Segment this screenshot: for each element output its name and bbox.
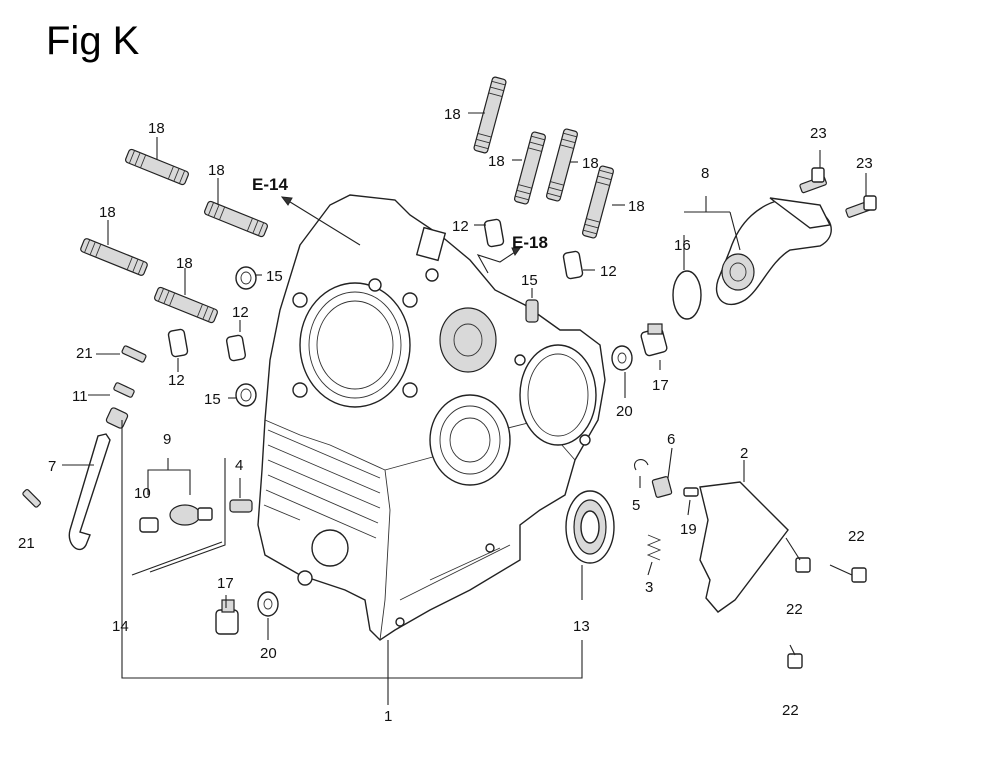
callout-22b: 22 — [786, 601, 803, 618]
crankcase-body — [257, 194, 606, 641]
callout-18b: 18 — [208, 162, 225, 179]
callout-23a: 23 — [810, 125, 827, 142]
cover-plate-2 — [699, 481, 789, 613]
callout-18d: 18 — [176, 255, 193, 272]
callout-22c: 22 — [782, 702, 799, 719]
callout-12a: 12 — [452, 218, 469, 235]
callout-9: 9 — [163, 431, 171, 448]
o-ring-16 — [672, 270, 702, 320]
callout-20a: 20 — [616, 403, 633, 420]
callout-labels: 1 2 3 4 5 6 7 8 9 10 11 12 12 12 12 13 1… — [18, 106, 873, 725]
callout-2: 2 — [740, 445, 748, 462]
callout-17a: 17 — [652, 377, 669, 394]
callout-3: 3 — [645, 579, 653, 596]
o-rings-15 — [235, 266, 539, 407]
reference-e14: E-14 — [252, 175, 288, 194]
leader-lines — [62, 112, 867, 705]
callout-11: 11 — [72, 388, 88, 405]
callout-18e: 18 — [444, 106, 461, 123]
reference-e18: E-18 — [512, 233, 548, 252]
callout-17b: 17 — [217, 575, 234, 592]
bolts-23 — [799, 167, 877, 218]
callout-21a: 21 — [76, 345, 93, 362]
small-parts-3-5-6-19 — [634, 459, 699, 561]
small-bolts-21-11-4 — [22, 345, 253, 513]
callout-18c: 18 — [99, 204, 116, 221]
callout-13: 13 — [573, 618, 590, 635]
washers-20 — [257, 345, 633, 617]
callout-15b: 15 — [204, 391, 221, 408]
callout-15a: 15 — [266, 268, 283, 285]
callout-15c: 15 — [521, 272, 538, 289]
callout-4: 4 — [235, 457, 243, 474]
callout-21b: 21 — [18, 535, 35, 552]
callout-18h: 18 — [628, 198, 645, 215]
figure-title: Fig K — [46, 19, 140, 63]
callout-7: 7 — [48, 458, 56, 475]
callout-20b: 20 — [260, 645, 277, 662]
callout-12c: 12 — [232, 304, 249, 321]
callout-5: 5 — [632, 497, 640, 514]
callout-10: 10 — [134, 485, 151, 502]
stud-bolts — [80, 76, 615, 324]
callout-14: 14 — [112, 618, 129, 635]
oil-tube-7 — [68, 433, 111, 551]
oil-sensor-assembly-9 — [131, 458, 226, 576]
drain-plugs-17 — [215, 323, 668, 635]
callout-22a: 22 — [848, 528, 865, 545]
callout-12d: 12 — [168, 372, 185, 389]
callout-12b: 12 — [600, 263, 617, 280]
intake-manifold-8 — [715, 197, 832, 306]
callout-18g: 18 — [582, 155, 599, 172]
dowel-pins — [167, 218, 584, 362]
oil-seal-13 — [565, 490, 615, 564]
callout-19: 19 — [680, 521, 697, 538]
callout-6: 6 — [667, 431, 675, 448]
callout-8: 8 — [701, 165, 709, 182]
callout-23b: 23 — [856, 155, 873, 172]
callout-18f: 18 — [488, 153, 505, 170]
callout-16: 16 — [674, 237, 691, 254]
callout-18a: 18 — [148, 120, 165, 137]
callout-1: 1 — [384, 708, 392, 725]
